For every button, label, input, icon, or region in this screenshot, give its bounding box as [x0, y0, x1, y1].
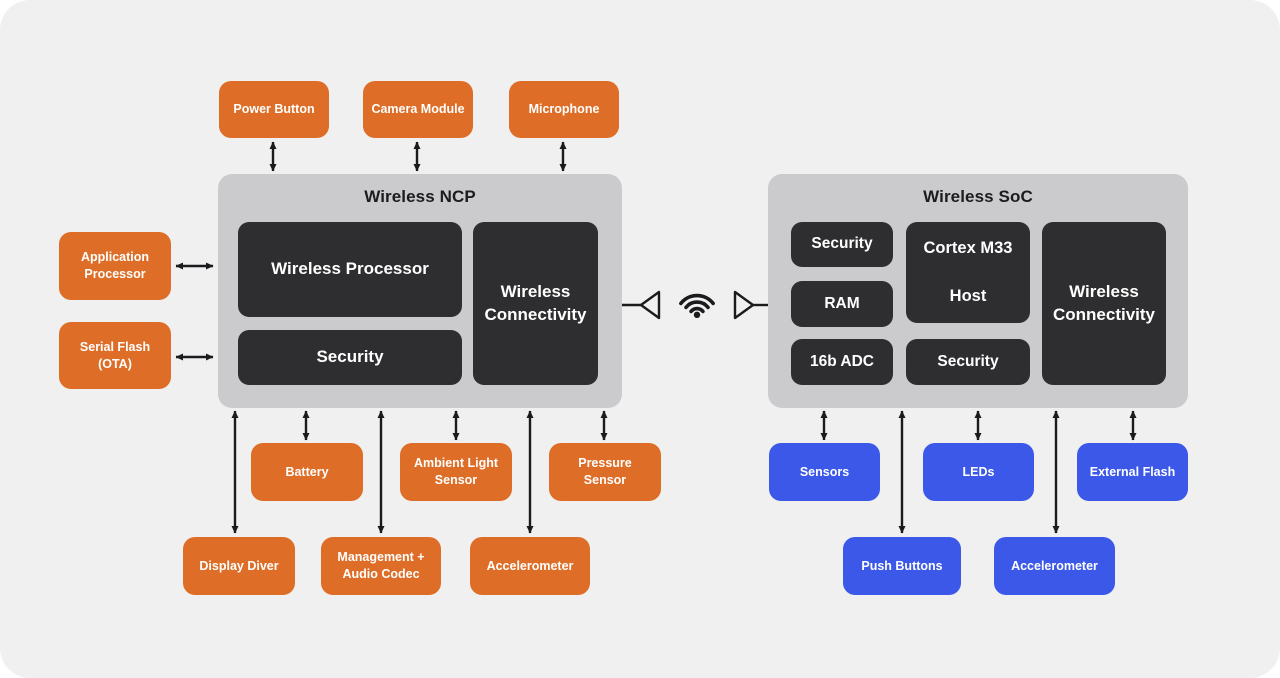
- block-wireless-processor: Wireless Processor: [238, 222, 462, 317]
- block-soc-security-top: Security: [791, 222, 893, 267]
- panel-title-soc: Wireless SoC: [923, 187, 1033, 206]
- peripheral-push-buttons: Push Buttons: [843, 537, 961, 595]
- peripheral-microphone: Microphone: [509, 81, 619, 138]
- block-soc-cortex-m33-host: Cortex M33 Host: [906, 222, 1030, 323]
- block-ncp-wireless-connectivity: Wireless Connectivity: [473, 222, 598, 385]
- peripheral-ambient-light-sensor: Ambient Light Sensor: [400, 443, 512, 501]
- peripheral-external-flash: External Flash: [1077, 443, 1188, 501]
- peripheral-leds: LEDs: [923, 443, 1034, 501]
- peripheral-camera-module: Camera Module: [363, 81, 473, 138]
- block-soc-ram: RAM: [791, 281, 893, 327]
- peripheral-pressure-sensor: Pressure Sensor: [549, 443, 661, 501]
- panel-title-ncp: Wireless NCP: [364, 187, 476, 206]
- peripheral-soc-accelerometer: Accelerometer: [994, 537, 1115, 595]
- cortex-m33-label: Cortex M33: [923, 239, 1013, 257]
- block-soc-16b-adc: 16b ADC: [791, 339, 893, 385]
- peripheral-power-button: Power Button: [219, 81, 329, 138]
- host-label: Host: [949, 286, 987, 305]
- peripheral-sensors: Sensors: [769, 443, 880, 501]
- peripheral-serial-flash-ota: Serial Flash (OTA): [59, 322, 171, 389]
- peripheral-application-processor: Application Processor: [59, 232, 171, 300]
- peripheral-display-diver: Display Diver: [183, 537, 295, 595]
- peripheral-management-audio-codec: Management + Audio Codec: [321, 537, 441, 595]
- peripheral-battery: Battery: [251, 443, 363, 501]
- block-soc-security-bottom: Security: [906, 339, 1030, 385]
- block-ncp-security: Security: [238, 330, 462, 385]
- block-soc-wireless-connectivity: Wireless Connectivity: [1042, 222, 1166, 385]
- peripheral-ncp-accelerometer: Accelerometer: [470, 537, 590, 595]
